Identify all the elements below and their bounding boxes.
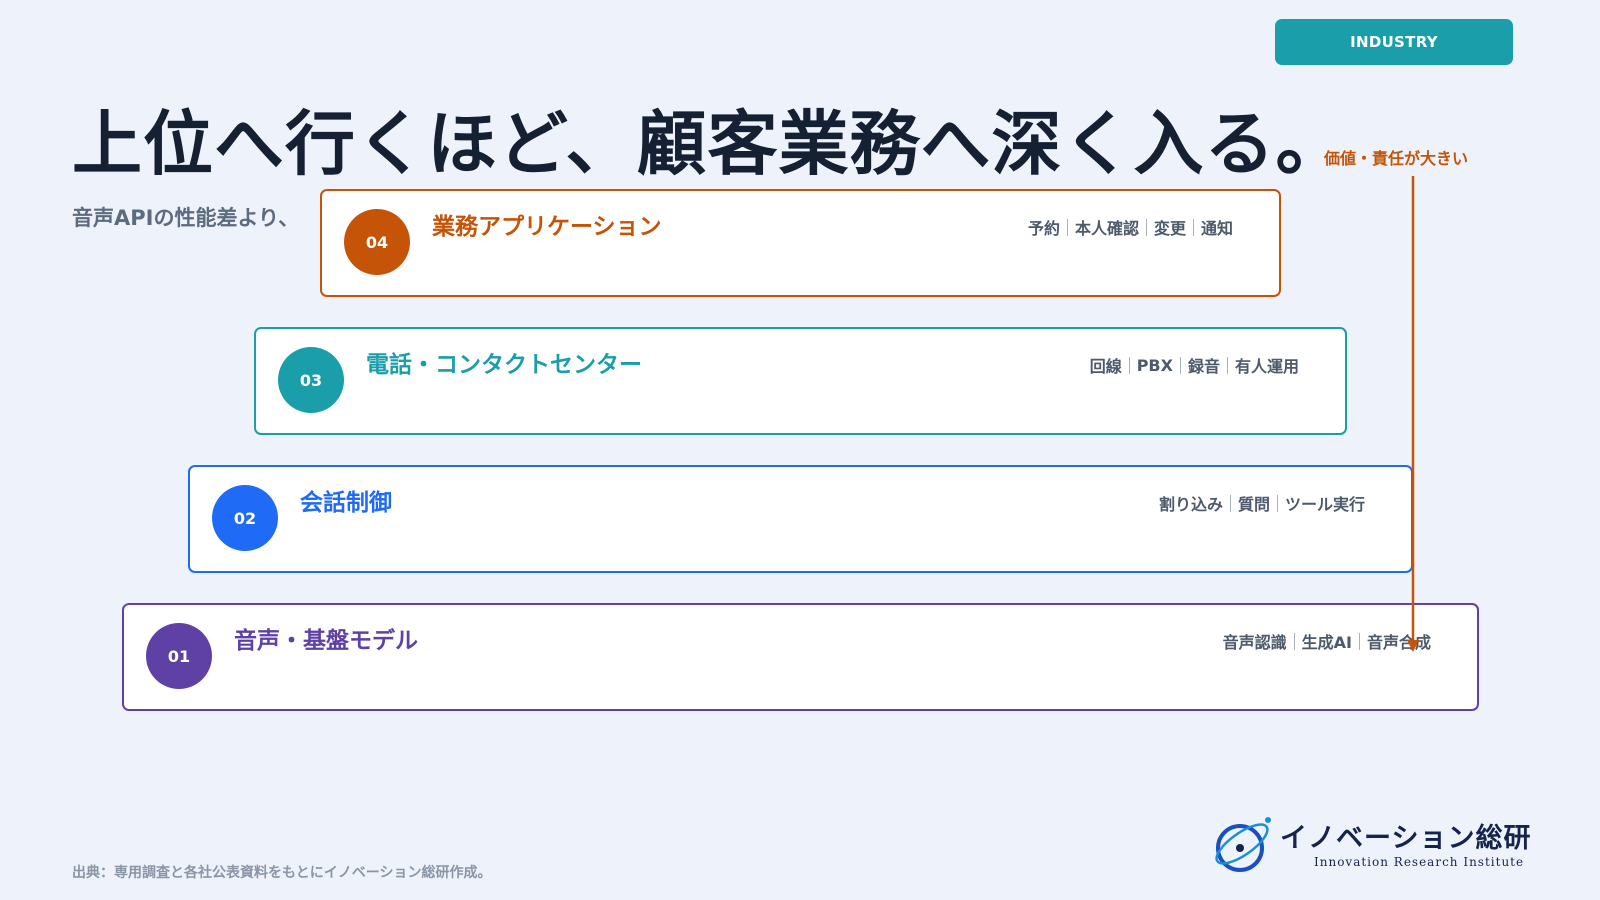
company-logo: イノベーション総研 Innovation Research Institute <box>1210 812 1550 878</box>
layer-01-card: 01 音声・基盤モデル 音声認識 生成AI 音声合成 <box>122 603 1479 711</box>
layer-03-number: 03 <box>299 370 323 390</box>
layer-01-tag: 生成AI <box>1301 633 1352 652</box>
tag-divider <box>1066 218 1068 236</box>
layer-04-tag: 予約 <box>1027 219 1060 238</box>
logo-name-jp: イノベーション総研 <box>1280 823 1532 854</box>
source-note: 出典：専用調査と各社公表資料をもとにイノベーション総研作成。 <box>72 865 492 881</box>
layer-04-tag: 本人確認 <box>1074 219 1139 238</box>
layer-02-tag: ツール実行 <box>1284 495 1365 514</box>
layer-03-card: 03 電話・コンタクトセンター 回線 PBX 録音 有人運用 <box>254 327 1347 435</box>
tag-divider <box>1276 494 1278 512</box>
tag-divider <box>1128 356 1130 374</box>
layer-02-name: 会話制御 <box>300 490 392 516</box>
tag-divider <box>1145 218 1147 236</box>
layer-04-number-badge: 04 <box>344 209 410 275</box>
layer-04-name: 業務アプリケーション <box>432 214 662 240</box>
layer-03-name: 電話・コンタクトセンター <box>366 352 642 378</box>
layer-03-number-badge: 03 <box>278 347 344 413</box>
layer-02-card: 02 会話制御 割り込み 質問 ツール実行 <box>188 465 1413 573</box>
layer-01-tags: 音声認識 生成AI 音声合成 <box>1223 629 1431 653</box>
page-title: 上位へ行くほど、顧客業務へ深く入る。 <box>72 103 1347 185</box>
layer-01-name: 音声・基盤モデル <box>234 628 418 654</box>
layer-02-number: 02 <box>233 508 257 528</box>
layer-01-number: 01 <box>167 646 191 666</box>
tag-divider <box>1358 632 1360 650</box>
logo-name-en: Innovation Research Institute <box>1314 855 1525 869</box>
layer-02-tag: 割り込み <box>1158 495 1223 514</box>
orbit-logo-icon <box>1215 817 1271 872</box>
layer-04-tag: 変更 <box>1153 219 1186 238</box>
layer-03-tag: PBX <box>1136 355 1173 375</box>
tag-divider <box>1226 356 1228 374</box>
tag-divider <box>1293 632 1295 650</box>
layer-01-number-badge: 01 <box>146 623 212 689</box>
layer-04-tags: 予約 本人確認 変更 通知 <box>1028 215 1233 239</box>
layer-04-number: 04 <box>365 232 389 252</box>
tag-divider <box>1179 356 1181 374</box>
page-subtitle: 音声APIの性能差より、 <box>72 206 300 230</box>
layer-02-tags: 割り込み 質問 ツール実行 <box>1159 491 1365 515</box>
layer-01-tag: 音声合成 <box>1366 633 1431 652</box>
layer-04-card: 04 業務アプリケーション 予約 本人確認 変更 通知 <box>320 189 1281 297</box>
value-arrow-label: 価値・責任が大きい <box>1324 149 1469 168</box>
layer-03-tags: 回線 PBX 録音 有人運用 <box>1090 353 1299 377</box>
tag-divider <box>1229 494 1231 512</box>
layer-02-tag: 質問 <box>1237 495 1270 514</box>
layer-03-tag: 有人運用 <box>1234 357 1299 376</box>
layer-04-tag: 通知 <box>1200 219 1233 238</box>
tag-divider <box>1192 218 1194 236</box>
layer-03-tag: 録音 <box>1187 357 1220 376</box>
layer-03-tag: 回線 <box>1089 357 1122 376</box>
value-arrow <box>1407 176 1419 652</box>
layer-02-number-badge: 02 <box>212 485 278 551</box>
industry-badge: INDUSTRY <box>1275 19 1513 65</box>
layer-01-tag: 音声認識 <box>1222 633 1287 652</box>
